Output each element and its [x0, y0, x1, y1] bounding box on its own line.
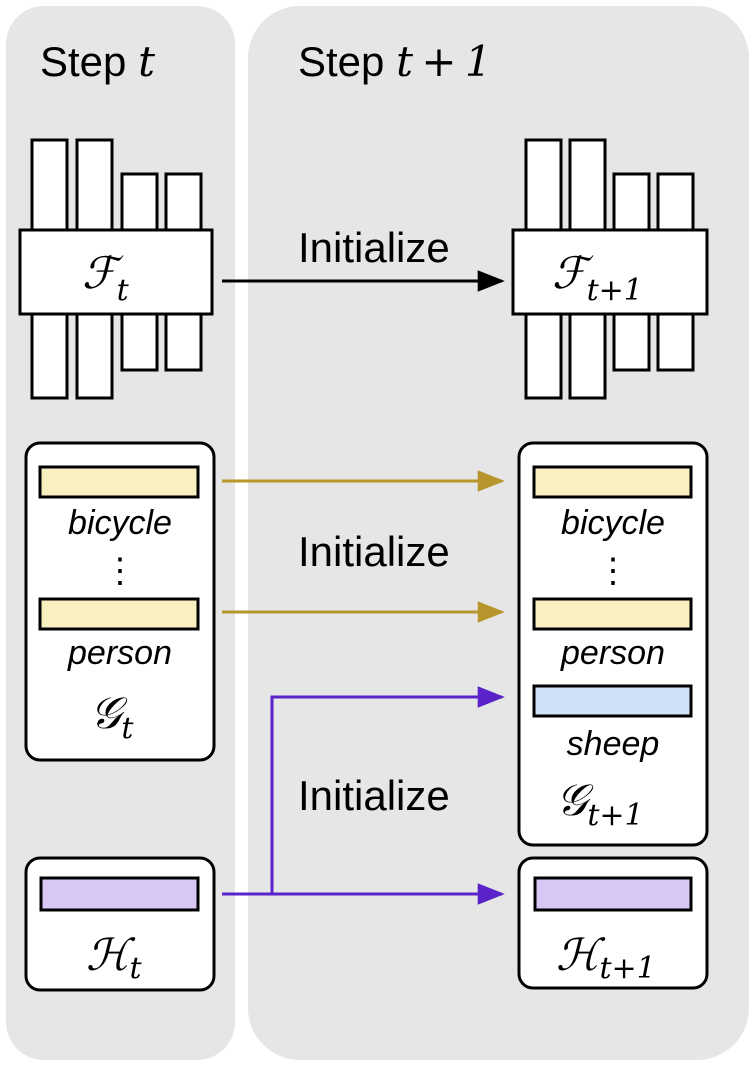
right-bicycle-label: bicycle [561, 504, 665, 542]
right-feature-box [511, 228, 709, 316]
left-ellipsis: ⋮ [103, 552, 137, 590]
hidden-to-sheep-arrow [270, 686, 505, 894]
right-sheep-label: sheep [567, 725, 660, 763]
left-hidden-symbol: ℋt [86, 930, 142, 986]
left-person-bar [38, 597, 200, 631]
left-feature-box [18, 228, 214, 316]
feature-init-label: Initialize [298, 224, 450, 271]
left-bicycle-label: bicycle [68, 504, 172, 542]
right-sheep-bar [532, 684, 693, 718]
left-person-label: person [67, 634, 172, 672]
right-panel-title: Step t + 1 [298, 37, 492, 86]
right-person-bar [532, 597, 693, 631]
right-graph-box [517, 441, 709, 847]
right-hidden-symbol: ℋt+1 [556, 930, 656, 986]
right-person-label: person [560, 634, 665, 672]
left-panel-title: Step t [40, 37, 155, 86]
right-ellipsis: ⋮ [596, 552, 630, 590]
right-feature-network [511, 138, 709, 400]
left-bicycle-bar [38, 465, 200, 499]
right-hidden-bar [533, 876, 693, 912]
left-feature-network [18, 138, 214, 400]
hidden-init-label: Initialize [298, 772, 450, 819]
left-hidden-bar [39, 876, 200, 912]
right-bicycle-bar [532, 465, 693, 499]
graph-init-label: Initialize [298, 528, 450, 575]
